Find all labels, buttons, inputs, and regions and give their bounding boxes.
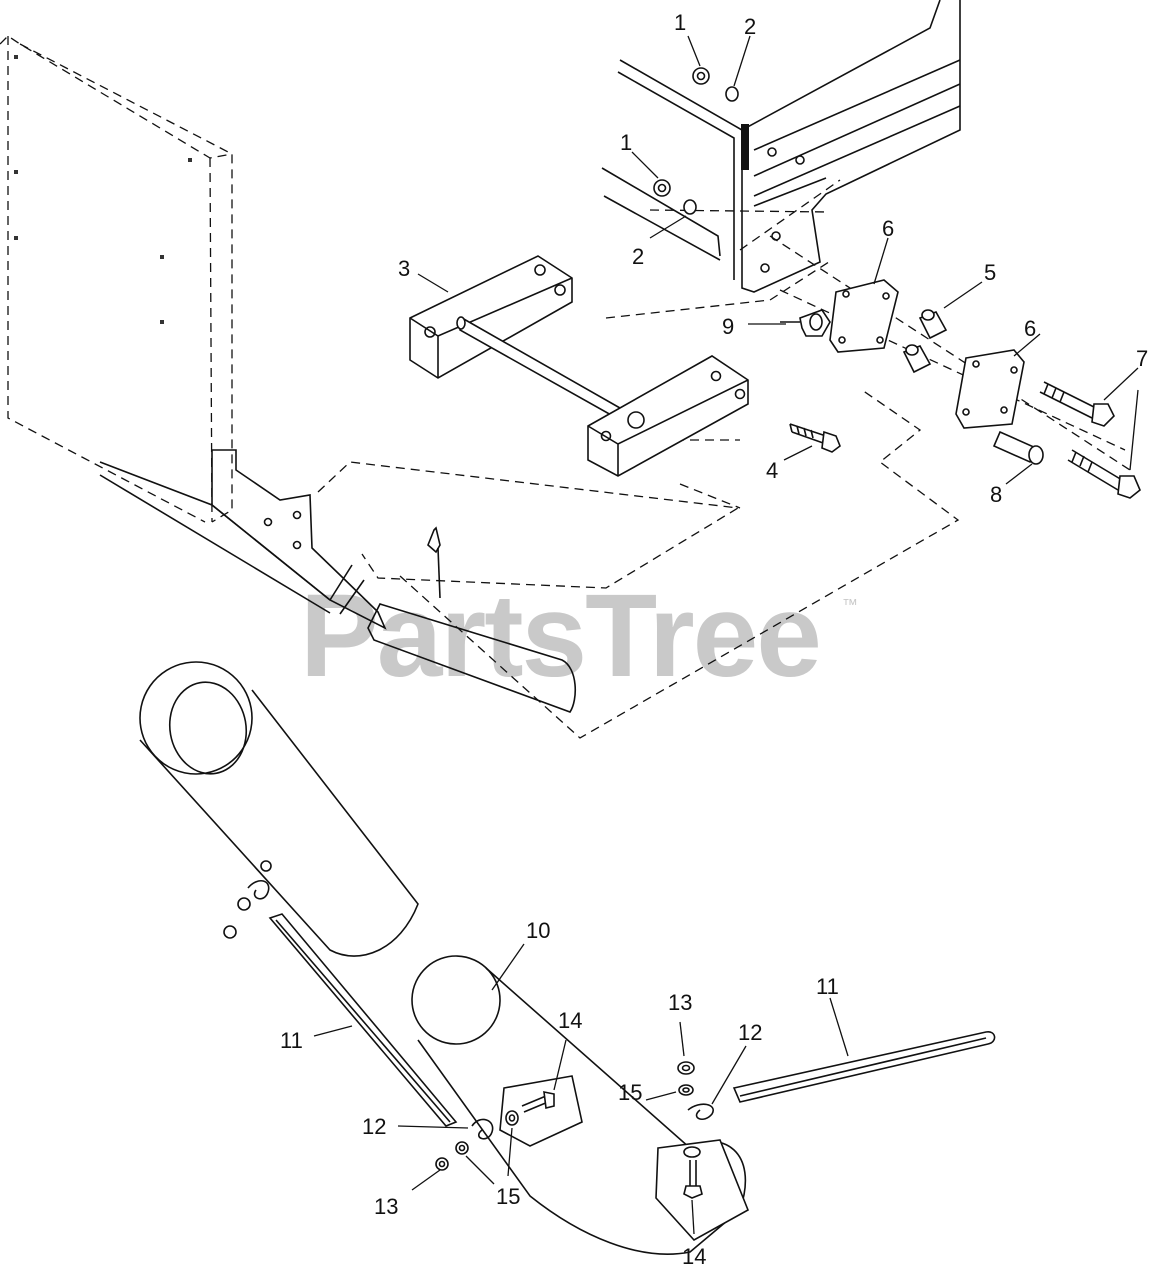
- callout-1-upper: 1: [674, 10, 686, 35]
- clip-12-right: [687, 1103, 714, 1121]
- bolt-7-upper: [1039, 381, 1115, 427]
- callout-11-left: 11: [280, 1028, 303, 1053]
- callout-6-lower: 6: [1024, 316, 1036, 341]
- watermark-trademark: ™: [842, 597, 858, 614]
- frame-corner: [601, 0, 961, 293]
- nut-13-left: [435, 1157, 449, 1171]
- washer-2-upper: [725, 86, 739, 102]
- bolt-7-lower: [1067, 449, 1141, 499]
- nut-1-lower: [653, 179, 671, 197]
- callout-13-left: 13: [374, 1194, 398, 1219]
- callout-10: 10: [526, 918, 550, 943]
- callout-8: 8: [990, 482, 1002, 507]
- washer-15-right: [678, 1084, 694, 1096]
- washer-15-left: [505, 1110, 519, 1126]
- clip-12-left: [471, 1118, 494, 1140]
- rail-11-left: [268, 913, 458, 1127]
- axle-assembly-3: [409, 255, 749, 477]
- callout-1-lower: 1: [620, 130, 632, 155]
- nut-1-upper: [692, 67, 710, 85]
- callout-15-left: 15: [496, 1184, 520, 1209]
- spacer-5: [918, 309, 948, 340]
- rail-11-right: [732, 1031, 996, 1103]
- left-hardware: [223, 860, 272, 939]
- callout-15-right: 15: [618, 1080, 642, 1105]
- callout-13-right: 13: [668, 990, 692, 1015]
- plate-6-upper: [829, 279, 899, 353]
- callout-7: 7: [1136, 346, 1148, 371]
- clevis-pin-8: [992, 430, 1044, 465]
- callout-4: 4: [766, 458, 778, 483]
- callout-14-lower: 14: [682, 1244, 706, 1269]
- bolt-14-right: [683, 1146, 703, 1199]
- callout-2-upper: 2: [744, 14, 756, 39]
- deck-panel: [0, 35, 233, 523]
- bolt-4: [789, 423, 841, 453]
- spacer-5b: [902, 344, 932, 374]
- callout-14-left: 14: [558, 1008, 582, 1033]
- nut-13-right: [677, 1061, 695, 1075]
- lower-chute-10: [411, 955, 750, 1255]
- mounting-bracket: [99, 449, 387, 630]
- plate-6-lower: [955, 349, 1025, 429]
- upper-chute-tube: [139, 661, 419, 957]
- callout-12-right: 12: [738, 1020, 762, 1045]
- pin-and-rod: [367, 526, 577, 713]
- callout-12-left: 12: [362, 1114, 386, 1139]
- callout-3: 3: [398, 256, 410, 281]
- washer-15-left-b: [455, 1141, 469, 1155]
- callout-2-lower: 2: [632, 244, 644, 269]
- callout-11-right: 11: [816, 974, 839, 999]
- bolt-14-left: [521, 1090, 555, 1113]
- callout-6-upper: 6: [882, 216, 894, 241]
- callout-labels: 1 2 1 2 3 4 5 6 6 7 8 9 10 11 11 12 12 1…: [280, 10, 1148, 1269]
- washer-2-lower: [683, 199, 697, 215]
- leader-lines: [313, 35, 1139, 1235]
- watermark-text: PartsTree: [300, 570, 820, 702]
- callout-5: 5: [984, 260, 996, 285]
- clip-9: [780, 309, 831, 337]
- callout-9: 9: [722, 314, 734, 339]
